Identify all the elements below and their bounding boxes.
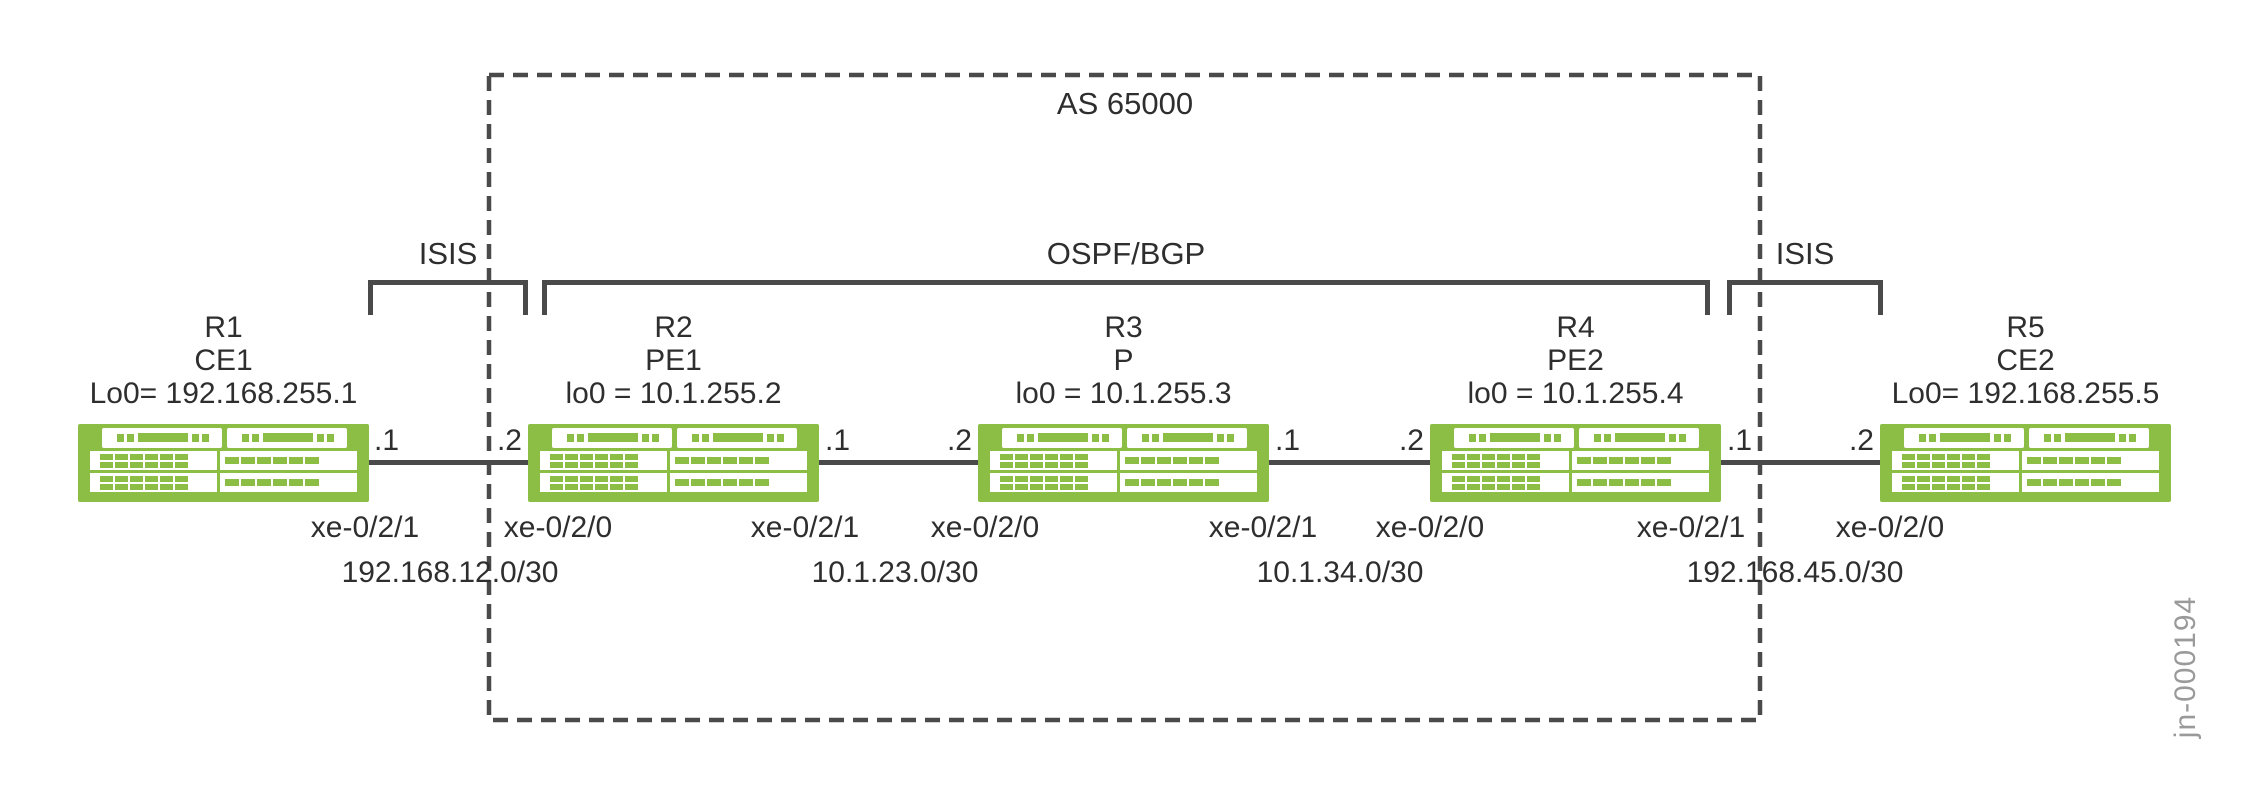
router-role: PE1: [645, 344, 702, 377]
interface-label: xe-0/2/0: [1375, 511, 1485, 544]
router-name: R2: [654, 311, 693, 344]
router-name: R4: [1556, 311, 1595, 344]
router-icon: [978, 424, 1269, 502]
subnet-label: 192.168.12.0/30: [341, 556, 559, 589]
interface-label: xe-0/2/1: [750, 511, 860, 544]
protocol-label-isis-right: ISIS: [1775, 236, 1835, 271]
interface-label: xe-0/2/0: [1835, 511, 1945, 544]
ip-label: .2: [1848, 424, 1874, 457]
link-r3-r4: [1269, 460, 1430, 465]
router-loopback: Lo0= 192.168.255.5: [1891, 377, 2160, 410]
router-name: R1: [204, 311, 243, 344]
router-role: P: [1113, 344, 1134, 377]
bracket-ospf-bgp: [542, 280, 1710, 315]
interface-label: xe-0/2/1: [1208, 511, 1318, 544]
ip-label: .1: [1275, 424, 1301, 457]
ip-label: .1: [1727, 424, 1753, 457]
protocol-label-isis-left: ISIS: [418, 236, 478, 271]
link-r4-r5: [1721, 460, 1880, 465]
bracket-isis-right: [1727, 280, 1883, 315]
ip-label: .2: [496, 424, 522, 457]
link-r2-r3: [819, 460, 978, 465]
router-label-r1: R1 CE1 Lo0= 192.168.255.1: [78, 311, 369, 410]
router-loopback: lo0 = 10.1.255.4: [1467, 377, 1684, 410]
interface-label: xe-0/2/1: [1636, 511, 1746, 544]
router-icon: [78, 424, 369, 502]
router-role: PE2: [1547, 344, 1604, 377]
protocol-label-ospf-bgp: OSPF/BGP: [1046, 236, 1206, 271]
router-name: R5: [2006, 311, 2045, 344]
ip-label: .2: [946, 424, 972, 457]
router-icon: [1430, 424, 1721, 502]
subnet-label: 192.168.45.0/30: [1686, 556, 1904, 589]
router-name: R3: [1104, 311, 1143, 344]
figure-id: jn-000194: [2169, 595, 2202, 739]
router-label-r2: R2 PE1 lo0 = 10.1.255.2: [528, 311, 819, 410]
router-loopback: lo0 = 10.1.255.3: [1015, 377, 1232, 410]
router-label-r4: R4 PE2 lo0 = 10.1.255.4: [1430, 311, 1721, 410]
router-role: CE1: [194, 344, 253, 377]
router-icon: [528, 424, 819, 502]
ip-label: .2: [1398, 424, 1424, 457]
ip-label: .1: [374, 424, 400, 457]
as-label: AS 65000: [1056, 86, 1194, 121]
subnet-label: 10.1.23.0/30: [811, 556, 979, 589]
router-loopback: Lo0= 192.168.255.1: [89, 377, 358, 410]
link-r1-r2: [369, 460, 528, 465]
interface-label: xe-0/2/0: [503, 511, 613, 544]
interface-label: xe-0/2/1: [310, 511, 420, 544]
interface-label: xe-0/2/0: [930, 511, 1040, 544]
router-icon: [1880, 424, 2171, 502]
router-label-r5: R5 CE2 Lo0= 192.168.255.5: [1880, 311, 2171, 410]
ip-label: .1: [825, 424, 851, 457]
router-label-r3: R3 P lo0 = 10.1.255.3: [978, 311, 1269, 410]
as-boundary-rect: [486, 72, 1763, 723]
bracket-isis-left: [368, 280, 528, 315]
subnet-label: 10.1.34.0/30: [1256, 556, 1424, 589]
router-loopback: lo0 = 10.1.255.2: [565, 377, 782, 410]
router-role: CE2: [1996, 344, 2055, 377]
